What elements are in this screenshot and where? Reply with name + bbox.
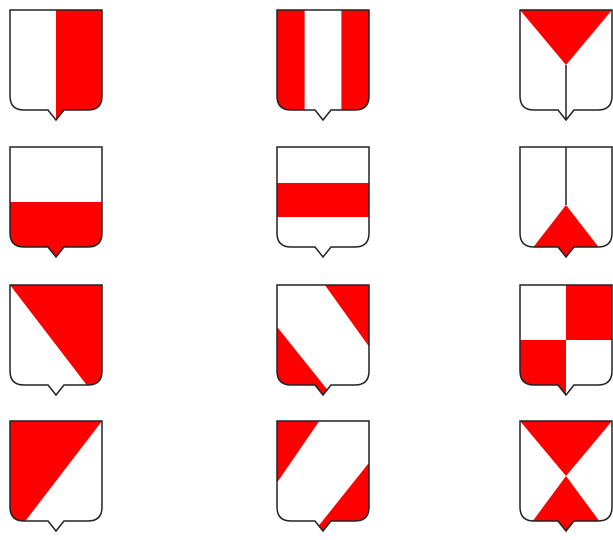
shield-per-fess bbox=[10, 147, 102, 267]
shield-quarterly bbox=[520, 285, 612, 405]
shield-per-bend bbox=[10, 285, 102, 405]
shield-charge bbox=[566, 285, 612, 340]
shield-per-bend-sinister bbox=[10, 421, 102, 540]
shield-fess bbox=[277, 147, 369, 257]
shield-per-pale bbox=[10, 10, 102, 130]
shield-pale bbox=[277, 10, 369, 130]
shield-chape-pale bbox=[520, 10, 612, 120]
shield-charge bbox=[277, 183, 369, 217]
shield-charge bbox=[277, 10, 305, 130]
shield-charge bbox=[341, 10, 369, 130]
shield-bend bbox=[277, 285, 369, 405]
shield-charge bbox=[520, 340, 566, 405]
shield-gyronny-hourglass bbox=[518, 421, 613, 540]
shield-bend-sinister bbox=[277, 421, 369, 540]
shield-chausse-pale bbox=[518, 147, 613, 267]
